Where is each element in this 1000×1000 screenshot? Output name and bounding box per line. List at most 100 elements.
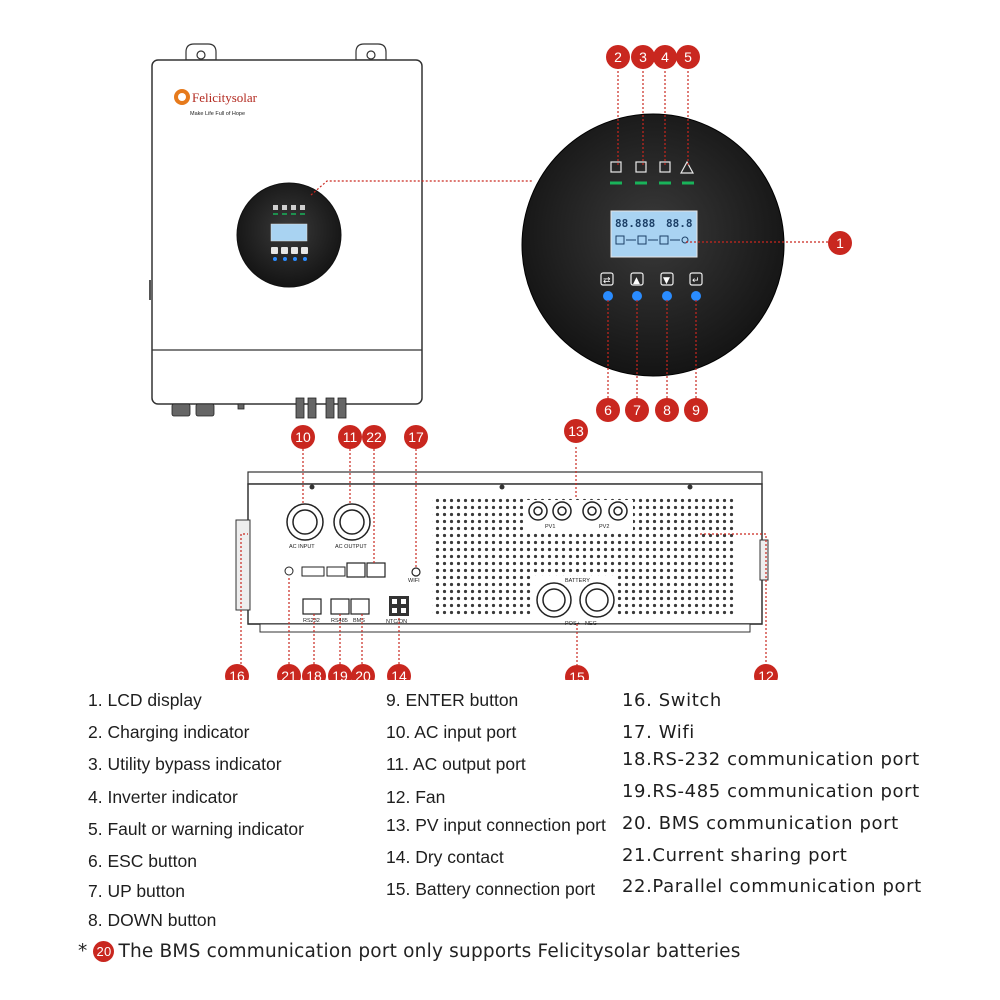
pv1-label: PV1 bbox=[545, 524, 555, 530]
callout-5: 5 bbox=[676, 45, 700, 69]
callout-14: 14 bbox=[387, 664, 411, 680]
callout-4: 4 bbox=[653, 45, 677, 69]
callout-2: 2 bbox=[606, 45, 630, 69]
legend-item: 12. Fan bbox=[386, 787, 446, 807]
callout-15: 15 bbox=[565, 665, 589, 680]
svg-text:10: 10 bbox=[295, 429, 311, 445]
svg-text:14: 14 bbox=[391, 668, 407, 680]
svg-text:16: 16 bbox=[229, 668, 245, 680]
callout-1: 1 bbox=[828, 231, 852, 255]
rs232-label: RS232 bbox=[303, 618, 320, 624]
callout-20: 20 bbox=[351, 664, 375, 680]
legend-item: 1. LCD display bbox=[88, 690, 202, 710]
legend-item: 21.Current sharing port bbox=[622, 845, 848, 866]
svg-text:13: 13 bbox=[568, 423, 584, 439]
legend-item: 13. PV input connection port bbox=[386, 815, 606, 835]
legend-item: 9. ENTER button bbox=[386, 690, 519, 710]
legend-item: 11. AC output port bbox=[386, 754, 526, 774]
battery-label: BATTERY bbox=[565, 578, 590, 584]
callout-12: 12 bbox=[754, 664, 778, 680]
callout-16: 16 bbox=[225, 664, 249, 680]
inverter-front-view: Felicitysolar Make Life Full of Hope bbox=[149, 43, 423, 419]
callout-22: 22 bbox=[362, 425, 386, 449]
ac-input-label: AC INPUT bbox=[289, 544, 315, 550]
wifi-label: WIFI bbox=[408, 578, 420, 584]
inverter-bottom-panel: AC INPUT AC OUTPUT WIFI RS232 RS485 BMS … bbox=[235, 471, 769, 633]
callout-21: 21 bbox=[277, 664, 301, 680]
ntc-label: NTC/ON bbox=[386, 619, 407, 625]
key-lights bbox=[603, 291, 701, 301]
svg-text:88.8: 88.8 bbox=[666, 217, 693, 230]
indicator-icons bbox=[610, 160, 695, 174]
callout-7: 7 bbox=[625, 398, 649, 422]
svg-text:7: 7 bbox=[633, 402, 641, 418]
svg-text:19: 19 bbox=[332, 668, 348, 680]
svg-text:9: 9 bbox=[692, 402, 700, 418]
callout-9: 9 bbox=[684, 398, 708, 422]
felicitysolar-logo: Felicitysolar Make Life Full of Hope bbox=[174, 89, 258, 117]
svg-text:15: 15 bbox=[569, 669, 585, 680]
svg-text:↵: ↵ bbox=[692, 276, 700, 286]
legend-item: 18.RS-232 communication port bbox=[622, 749, 920, 770]
svg-text:⇄: ⇄ bbox=[603, 276, 611, 286]
footnote-text: The BMS communication port only supports… bbox=[118, 941, 741, 962]
legend-item: 10. AC input port bbox=[386, 722, 517, 742]
svg-text:18: 18 bbox=[306, 668, 322, 680]
svg-text:4: 4 bbox=[661, 49, 669, 65]
svg-text:3: 3 bbox=[639, 49, 647, 65]
legend-item: 8. DOWN button bbox=[88, 910, 217, 930]
neg-label: NEG- bbox=[585, 621, 599, 627]
bms-label: BMS bbox=[353, 618, 365, 624]
panel-keys: ⇄ ▲ ▼ ↵ bbox=[600, 272, 703, 286]
pv-ports bbox=[528, 501, 628, 521]
brand-tagline: Make Life Full of Hope bbox=[190, 111, 245, 117]
svg-text:▲: ▲ bbox=[633, 276, 640, 286]
callout-11: 11 bbox=[338, 425, 362, 449]
callout-3: 3 bbox=[631, 45, 655, 69]
legend-item: 16. Switch bbox=[622, 690, 722, 711]
ac-output-label: AC OUTPUT bbox=[335, 544, 367, 550]
callout-13: 13 bbox=[564, 419, 588, 443]
legend-item: 20. BMS communication port bbox=[622, 813, 899, 834]
footnote-badge: 20 bbox=[93, 941, 115, 962]
legend-item: 15. Battery connection port bbox=[386, 879, 596, 899]
legend-item: 14. Dry contact bbox=[386, 847, 504, 867]
svg-text:5: 5 bbox=[684, 49, 692, 65]
legend-item: 17. Wifi bbox=[622, 722, 695, 743]
svg-text:2: 2 bbox=[614, 49, 622, 65]
svg-text:21: 21 bbox=[281, 668, 297, 680]
svg-text:17: 17 bbox=[408, 429, 424, 445]
callout-8: 8 bbox=[655, 398, 679, 422]
svg-text:▼: ▼ bbox=[663, 276, 670, 286]
pv2-label: PV2 bbox=[599, 524, 609, 530]
legend-item: 2. Charging indicator bbox=[88, 722, 250, 742]
callout-18: 18 bbox=[302, 664, 326, 680]
legend-item: 5. Fault or warning indicator bbox=[88, 819, 304, 839]
legend-item: 6. ESC button bbox=[88, 851, 197, 871]
footnote-asterisk: * bbox=[78, 941, 88, 962]
svg-text:88.8: 88.8 bbox=[615, 217, 642, 230]
legend-item: 19.RS-485 communication port bbox=[622, 781, 920, 802]
inverter-diagram: Felicitysolar Make Life Full of Hope bbox=[149, 43, 852, 680]
callout-10: 10 bbox=[291, 425, 315, 449]
svg-text:88: 88 bbox=[642, 217, 655, 230]
callout-17: 17 bbox=[404, 425, 428, 449]
callout-badges: 1 2 3 4 5 6 7 8 9 10 11 12 13 14 15 16 1… bbox=[225, 45, 852, 680]
legend-item: 3. Utility bypass indicator bbox=[88, 754, 282, 774]
legend-item: 7. UP button bbox=[88, 881, 185, 901]
rs485-label: RS485 bbox=[331, 618, 348, 624]
svg-text:8: 8 bbox=[663, 402, 671, 418]
svg-text:6: 6 bbox=[604, 402, 612, 418]
ac-ports bbox=[286, 503, 371, 541]
legend-item: 22.Parallel communication port bbox=[622, 876, 922, 897]
lcd-display: 88.8 88 88.8 bbox=[610, 210, 698, 258]
control-panel-closeup: 88.8 88 88.8 ⇄ ▲ ▼ ↵ bbox=[521, 113, 785, 377]
callout-19: 19 bbox=[328, 664, 352, 680]
brand-name: Felicitysolar bbox=[192, 90, 258, 105]
battery-ports bbox=[536, 582, 615, 618]
legend-item: 4. Inverter indicator bbox=[88, 787, 238, 807]
callout-6: 6 bbox=[596, 398, 620, 422]
svg-text:20: 20 bbox=[355, 668, 371, 680]
pos-label: POS+ bbox=[565, 621, 580, 627]
